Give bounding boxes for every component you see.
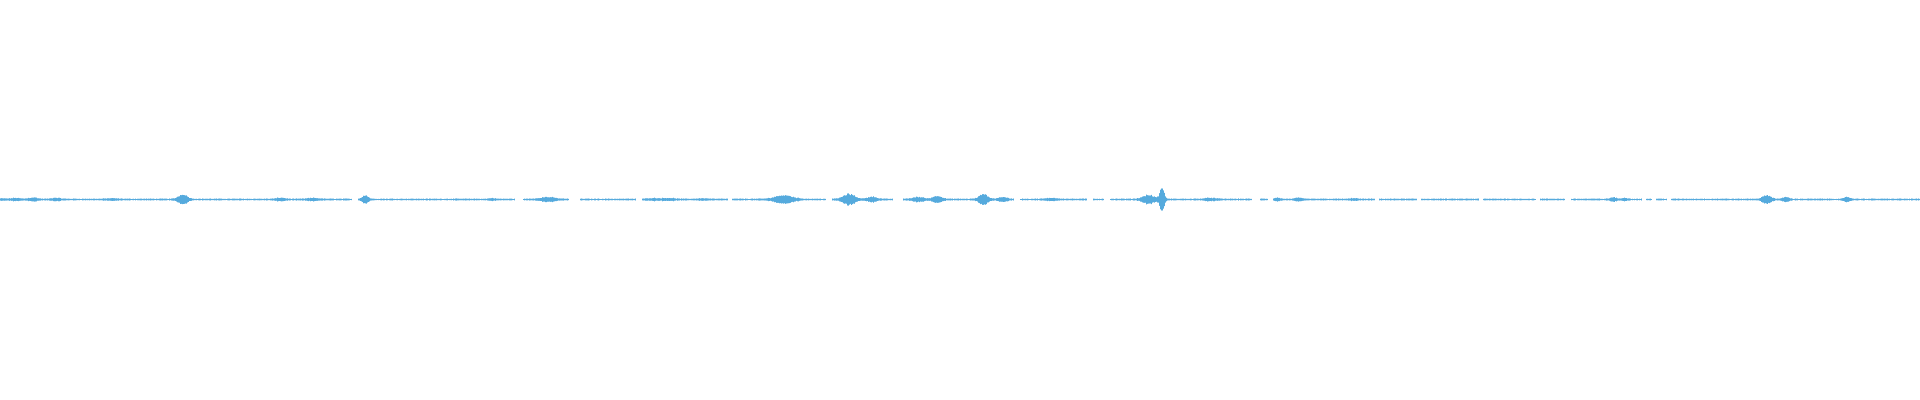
waveform-trace [0,188,1920,211]
